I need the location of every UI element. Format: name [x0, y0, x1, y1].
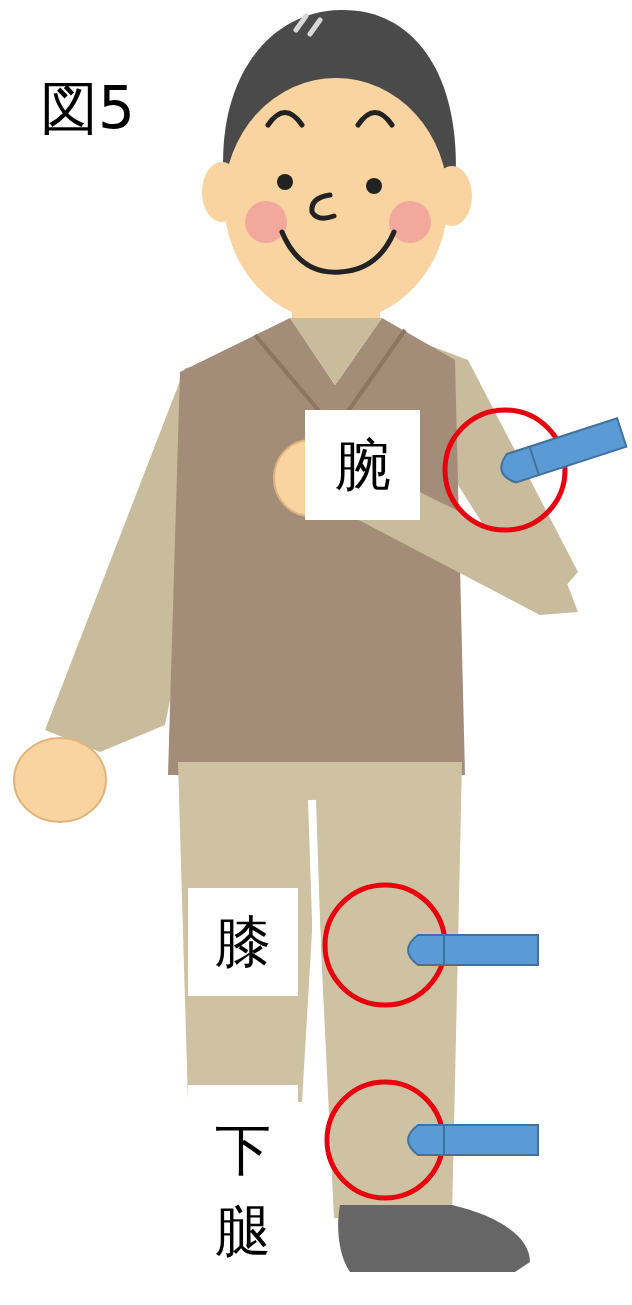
pointer	[497, 418, 626, 485]
part-label: 膝	[188, 888, 298, 996]
hair-highlight	[296, 16, 320, 34]
eye-dot	[277, 174, 293, 190]
nose	[312, 195, 334, 218]
mouth	[282, 232, 394, 272]
collar	[290, 318, 382, 385]
part-label: 腕	[305, 410, 420, 520]
eye	[268, 113, 302, 126]
leg-gap	[312, 800, 322, 1100]
cheek	[389, 201, 431, 243]
hand	[14, 738, 106, 822]
face	[224, 78, 448, 322]
shoe	[338, 1205, 530, 1272]
part-label: 下腿	[188, 1085, 298, 1295]
pointer	[408, 935, 538, 965]
cheek	[245, 201, 287, 243]
pointer	[408, 1125, 538, 1155]
figure-title: 図5	[40, 70, 135, 148]
eye	[358, 113, 392, 126]
eye-dot	[366, 178, 382, 194]
pants-leg	[178, 762, 322, 1102]
